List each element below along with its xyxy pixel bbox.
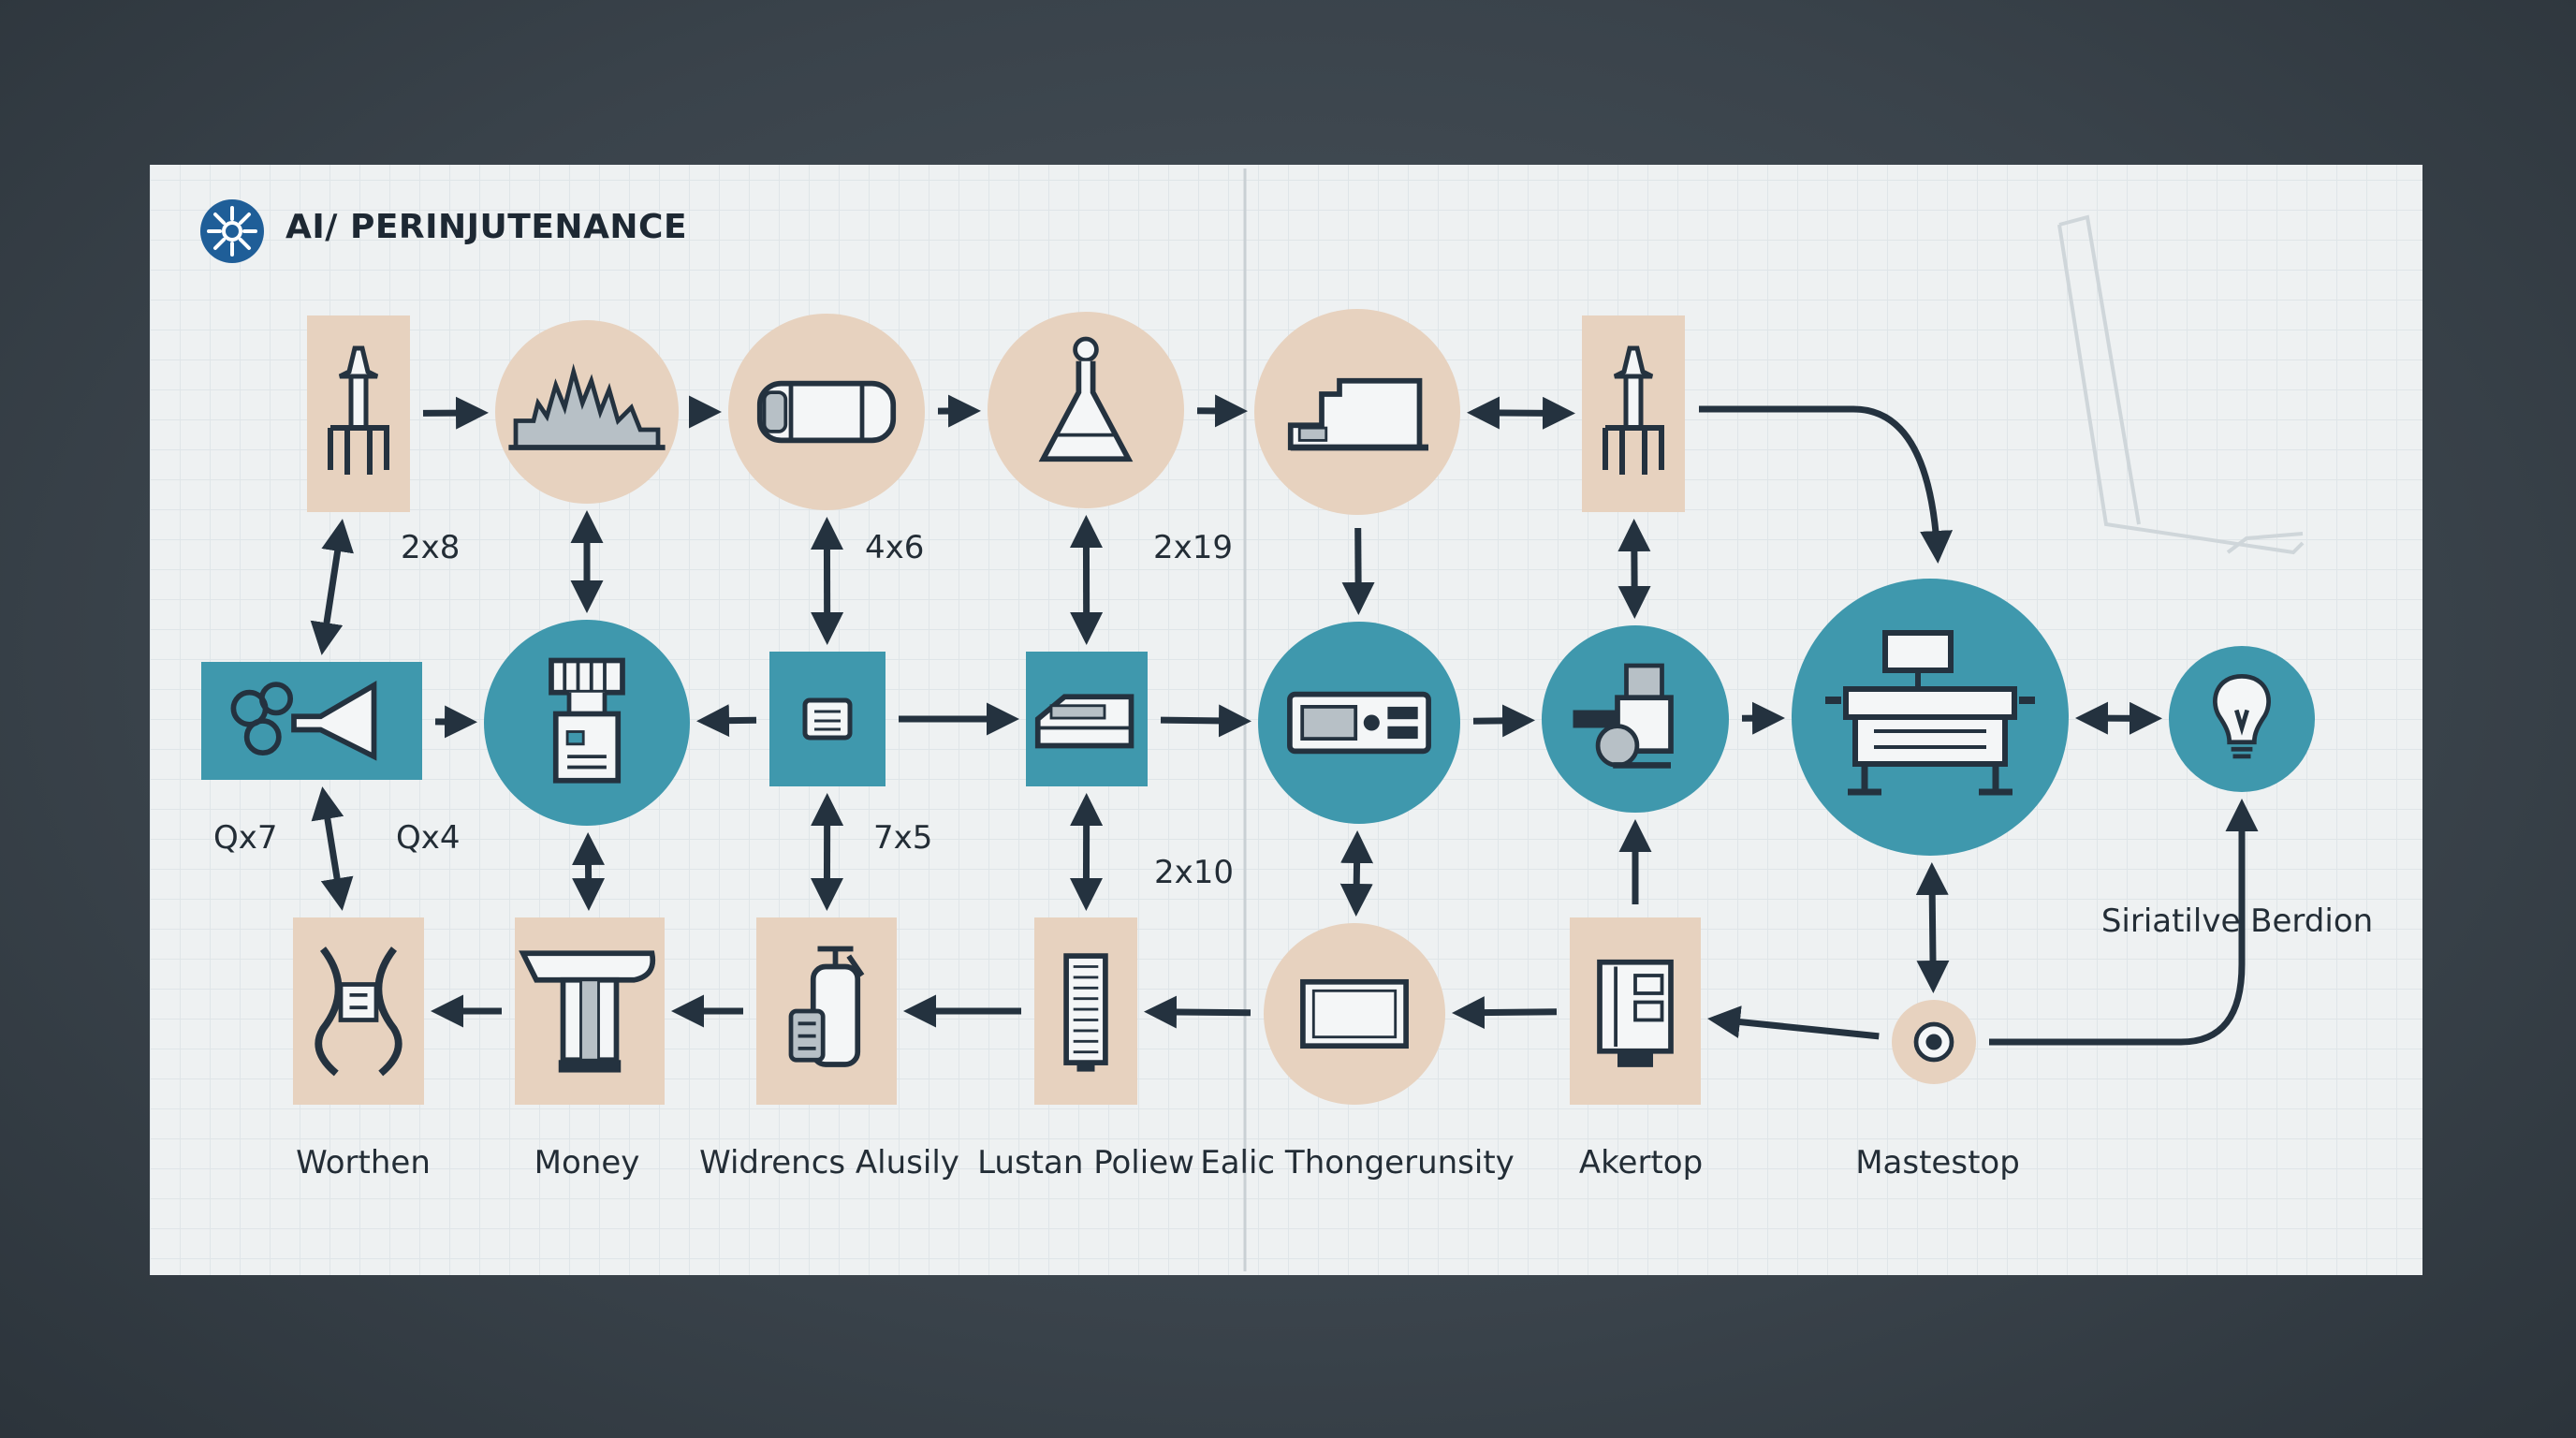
connector-arrow: [1341, 527, 1375, 615]
connector-arrow: [422, 396, 489, 430]
clamp-icon: [315, 946, 402, 1077]
target-dot-icon: [1913, 1021, 1954, 1063]
dispenser-icon: [549, 657, 625, 784]
diagram-node: [1264, 923, 1445, 1105]
node-label: Money: [534, 1144, 640, 1181]
connector-arrow: [1452, 996, 1558, 1030]
capsule-tank-icon: [756, 380, 897, 444]
diagram-node: [495, 320, 679, 504]
diagram-node: [515, 917, 665, 1105]
node-label: Worthen: [296, 1144, 431, 1181]
multiplier-label: 7x5: [873, 819, 933, 857]
diagram-title: AI/ PERINJUTENANCE: [285, 208, 688, 246]
tool-holder-icon: [328, 345, 389, 475]
diagram-node: [1026, 652, 1148, 786]
connector-arrow: [310, 519, 354, 655]
multiplier-label: 4x6: [865, 529, 925, 566]
diagram-node: [293, 917, 424, 1105]
diagram-node: [1582, 315, 1685, 512]
connector-arrow: [1617, 519, 1651, 619]
connector-arrow: [311, 786, 354, 911]
multiplier-label: 2x8: [401, 529, 461, 566]
diagram-node: [1892, 1000, 1976, 1084]
diagram-node: [756, 917, 897, 1105]
diagram-node: [1570, 917, 1701, 1105]
diagram-node: [2169, 646, 2315, 792]
edges-layer: [310, 394, 2259, 1046]
multiplier-label: Qx4: [396, 819, 461, 857]
control-panel-icon: [1287, 691, 1431, 755]
node-label: Akertop: [1578, 1144, 1704, 1181]
connector-arrow: [1707, 1005, 1880, 1040]
connector-arrow: [1160, 704, 1251, 738]
logo-icon: [200, 199, 264, 263]
diagram-node: [201, 662, 422, 780]
diagram-node: [988, 312, 1184, 508]
sketch-panel: [2057, 214, 2305, 555]
multiplier-label: 2x10: [1154, 854, 1235, 891]
diagram-node: [1258, 622, 1460, 824]
flask-icon: [1038, 336, 1134, 462]
connector-arrow: [1467, 396, 1575, 430]
gear-funnel-icon: [230, 681, 377, 761]
extinguisher-icon: [788, 946, 865, 1067]
machine-block-icon: [1287, 377, 1429, 451]
connector-arrow: [1339, 830, 1374, 917]
diagram-node: [1034, 917, 1137, 1105]
tool-holder-icon: [1603, 345, 1664, 475]
connector-arrow: [1699, 405, 1954, 564]
connector-arrow: [1989, 799, 2259, 1046]
diagram-node: [484, 620, 690, 826]
multiplier-label: Qx7: [213, 819, 278, 857]
nodes-layer: [201, 309, 2315, 1105]
printer-icon: [1034, 694, 1134, 749]
document-icon: [802, 697, 853, 741]
diagram-node: [769, 652, 886, 786]
monitor-frame-icon: [1300, 978, 1409, 1049]
node-label: Lustan Poliew: [977, 1144, 1194, 1181]
connector-arrow: [1915, 862, 1950, 993]
robot-arm-icon: [1573, 663, 1674, 769]
connector-arrow: [1472, 704, 1535, 738]
cabinet-icon: [1597, 959, 1674, 1067]
industrial-machine-icon: [1825, 630, 2035, 796]
diagram-node: [728, 314, 925, 510]
node-label: Ealic Thongerunsity: [1200, 1144, 1515, 1181]
diagram-node: [307, 315, 410, 512]
connector-arrow: [1144, 995, 1251, 1029]
lightbulb-icon: [2213, 674, 2271, 759]
multiplier-label: 2x19: [1153, 529, 1234, 566]
diagram-node: [1792, 579, 2069, 856]
server-rack-icon: [1063, 953, 1108, 1072]
roller-press-icon: [519, 950, 656, 1073]
connector-arrow: [696, 704, 757, 738]
city-skyline-icon: [508, 363, 666, 450]
node-label: Mastestop: [1855, 1144, 2020, 1181]
node-label: Widrencs Alusily: [699, 1144, 959, 1181]
node-label: Siriatilve Berdion: [2100, 902, 2374, 940]
connector-arrow: [571, 832, 606, 911]
diagram-node: [1542, 625, 1729, 813]
diagram-node: [1254, 309, 1460, 515]
